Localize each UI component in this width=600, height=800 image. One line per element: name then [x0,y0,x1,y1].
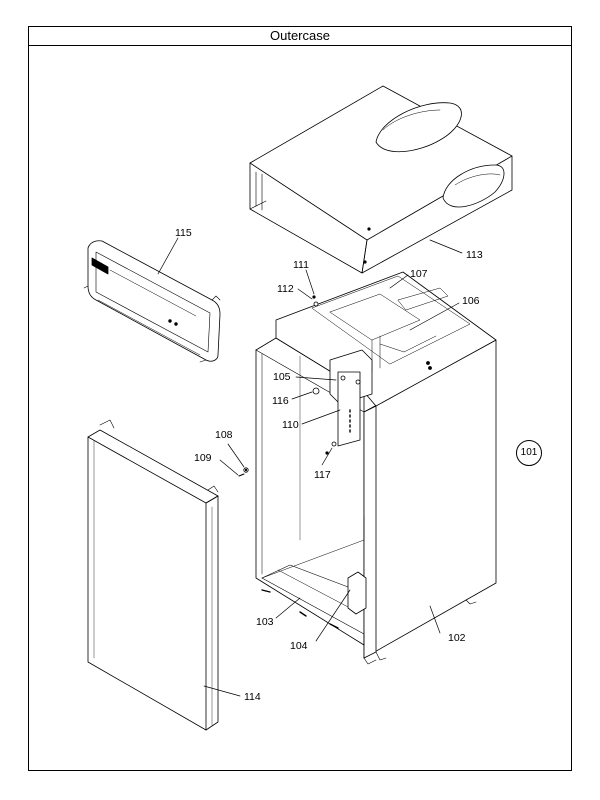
main-casing-part [255,271,497,665]
callout-117: 117 [314,469,331,481]
callout-113: 113 [466,249,483,261]
callout-106: 106 [462,295,480,307]
callout-110: 110 [282,419,299,431]
callout-116: 116 [272,395,289,407]
callout-108: 108 [215,429,233,441]
control-panel-part [83,240,221,363]
callout-102: 102 [448,632,466,644]
callout-103: 103 [256,616,274,628]
top-cover-part [249,85,513,274]
callout-115: 115 [175,227,192,239]
leader-lines [157,237,463,697]
diagram-frame: Outercase [28,26,572,771]
callout-112: 112 [277,283,294,295]
callout-111: 111 [293,259,309,271]
front-panel-part [87,419,249,731]
callout-107: 107 [410,268,428,280]
callout-104: 104 [290,640,308,652]
reference-number-circle: 101 [516,440,542,466]
diagram-title: Outercase [29,27,571,46]
callout-109: 109 [194,452,212,464]
callout-114: 114 [244,691,261,703]
callout-105: 105 [273,371,291,383]
